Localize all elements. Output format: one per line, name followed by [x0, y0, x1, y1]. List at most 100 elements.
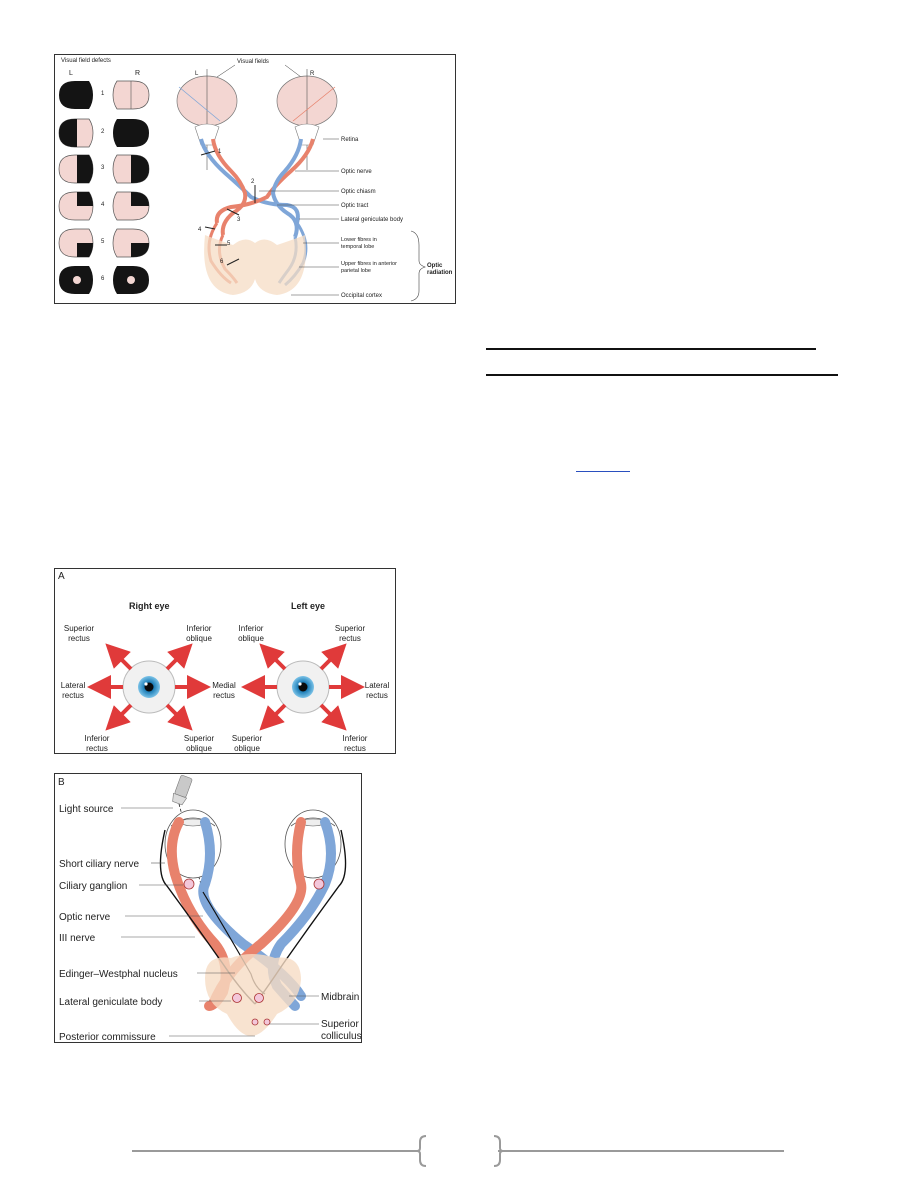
- light-source-icon: [172, 775, 193, 806]
- re-inferior-oblique-1: Inferior: [187, 624, 212, 633]
- visual-fields-title: Visual fields: [237, 59, 269, 65]
- posterior-commissure-label: Posterior commissure: [59, 1032, 156, 1042]
- defect-row-6: 6: [59, 266, 149, 294]
- right-nasal-fibres: [214, 138, 315, 224]
- heading-rule-1: [486, 348, 816, 350]
- midbrain-shape: [205, 954, 301, 1036]
- optic-radiation-label-2: radiation: [427, 270, 453, 276]
- field-left-label: L: [195, 71, 199, 77]
- re-inferior-rectus-1: Inferior: [85, 734, 110, 743]
- le-inferior-rectus-1: Inferior: [343, 734, 368, 743]
- re-medial-rectus-2: rectus: [213, 691, 235, 700]
- lower-fibres-label-1: Lower fibres in: [341, 237, 377, 243]
- superior-colliculus-label-1: Superior: [321, 1019, 359, 1030]
- lesion-6: 6: [220, 259, 224, 265]
- defect-row-3: 3: [58, 154, 150, 184]
- re-superior-oblique-1: Superior: [184, 734, 215, 743]
- left-eye-title: Left eye: [291, 601, 325, 611]
- right-temporal-fibres: [270, 138, 303, 238]
- re-inferior-oblique-2: oblique: [186, 634, 212, 643]
- retina-label: Retina: [341, 137, 359, 143]
- defects-title: Visual field defects: [61, 58, 111, 64]
- leader-lines: [121, 807, 319, 1037]
- re-superior-oblique-2: oblique: [186, 744, 212, 753]
- defect-row-1: 1: [59, 80, 150, 110]
- optic-nerve-label: Optic nerve: [341, 169, 372, 175]
- lesion-5: 5: [227, 241, 231, 247]
- defects-left-label: L: [69, 70, 73, 77]
- superior-colliculus-label-2: colliculus: [321, 1031, 361, 1042]
- right-eye-diagram: [87, 643, 211, 731]
- re-lateral-rectus-2: rectus: [62, 691, 84, 700]
- footer-rule-right: [498, 1150, 784, 1152]
- re-inferior-rectus-2: rectus: [86, 744, 108, 753]
- defect-row-2: 2: [58, 118, 149, 148]
- lgb-label: Lateral geniculate body: [341, 217, 403, 223]
- le-superior-rectus-2: rectus: [339, 634, 361, 643]
- le-superior-rectus-1: Superior: [335, 624, 366, 633]
- re-lateral-rectus-1: Lateral: [61, 681, 86, 690]
- right-brace-icon: [493, 1135, 504, 1167]
- pathway-labels: Retina Optic nerve Optic chiasm Optic tr…: [259, 137, 453, 302]
- page-number-brackets: [416, 1135, 504, 1167]
- visual-pathway-diagram: Visual field defects L R 1 2 3 4: [58, 58, 453, 302]
- field-right-label: R: [310, 71, 315, 77]
- defects-right-label: R: [135, 70, 140, 77]
- pupillary-reflex-figure: B: [54, 773, 362, 1043]
- lesion-2: 2: [251, 179, 255, 185]
- optic-chiasm-label: Optic chiasm: [341, 189, 376, 195]
- le-inferior-oblique-1: Inferior: [239, 624, 264, 633]
- upper-fibres-label-1: Upper fibres in anterior: [341, 261, 397, 267]
- left-eye-diagram: [241, 643, 365, 731]
- left-nasal-fibres: [199, 138, 300, 224]
- nucleus-right: [254, 993, 264, 1003]
- defect-row-5: 5: [58, 228, 150, 258]
- le-inferior-rectus-2: rectus: [344, 744, 366, 753]
- eye-muscles-figure: A Right eye Left eye Superior rectus Inf…: [54, 568, 396, 754]
- footer-rule-left: [132, 1150, 420, 1152]
- svg-text:1: 1: [101, 91, 105, 97]
- lesion-4: 4: [198, 227, 202, 233]
- field-pointer-left: [216, 64, 236, 78]
- heading-rule-2: [486, 374, 838, 376]
- re-superior-rectus-2: rectus: [68, 634, 90, 643]
- lesion-3: 3: [237, 217, 241, 223]
- lesion-1: 1: [218, 149, 222, 155]
- nucleus-left: [232, 993, 242, 1003]
- right-eye-title: Right eye: [129, 601, 170, 611]
- svg-text:6: 6: [101, 276, 105, 282]
- occipital-brain: [204, 235, 306, 295]
- panel-letter-b: B: [58, 777, 65, 788]
- iii-nerve-label: III nerve: [59, 933, 96, 944]
- svg-text:3: 3: [101, 165, 105, 171]
- left-temporal-fibres: [211, 138, 248, 236]
- le-lateral-rectus-1: Lateral: [365, 681, 390, 690]
- upper-fibres-label-2: parietal lobe: [341, 268, 371, 274]
- re-medial-rectus-1: Medial: [212, 681, 236, 690]
- short-ciliary-nerve-label: Short ciliary nerve: [59, 859, 139, 870]
- defect-row-4: 4: [58, 191, 150, 221]
- field-pointer-right: [284, 64, 302, 78]
- re-superior-rectus-1: Superior: [64, 624, 95, 633]
- svg-text:2: 2: [101, 129, 105, 135]
- ciliary-ganglion-label: Ciliary ganglion: [59, 881, 127, 892]
- le-superior-oblique-1: Superior: [232, 734, 263, 743]
- light-source-label: Light source: [59, 804, 114, 815]
- svg-text:4: 4: [101, 202, 105, 208]
- lower-fibres-label-2: temporal lobe: [341, 244, 374, 250]
- le-superior-oblique-2: oblique: [234, 744, 260, 753]
- ciliary-ganglion-left: [183, 878, 195, 890]
- le-lateral-rectus-2: rectus: [366, 691, 388, 700]
- occipital-label: Occipital cortex: [341, 293, 382, 299]
- panel-letter-a: A: [58, 571, 65, 582]
- le-inferior-oblique-2: oblique: [238, 634, 264, 643]
- lgb-label: Lateral geniculate body: [59, 997, 162, 1008]
- hyperlink-underline[interactable]: [576, 471, 630, 472]
- svg-text:5: 5: [101, 239, 105, 245]
- edinger-westphal-label: Edinger–Westphal nucleus: [59, 969, 178, 980]
- optic-tract-label: Optic tract: [341, 203, 369, 209]
- ciliary-ganglion-right: [313, 878, 325, 890]
- left-brace-icon: [416, 1135, 427, 1167]
- optic-nerve-label: Optic nerve: [59, 912, 111, 923]
- optic-radiation-label-1: Optic: [427, 263, 443, 269]
